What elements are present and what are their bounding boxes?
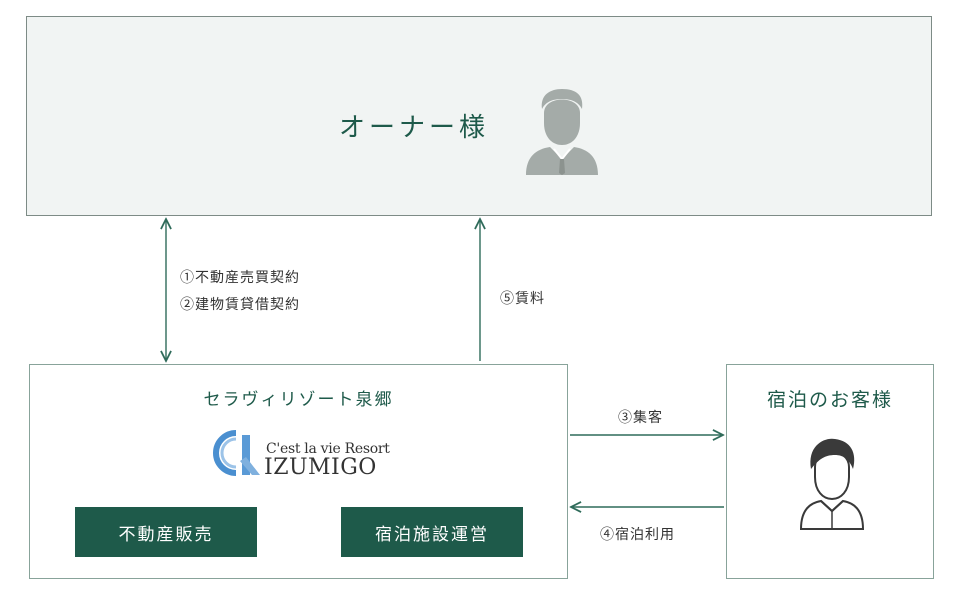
guest-avatar-icon — [799, 438, 865, 530]
dept-lodging-operations: 宿泊施設運営 — [341, 507, 523, 557]
logo-mark-icon — [213, 430, 260, 476]
flow-label-contract2: ②建物賃貸借契約 — [180, 297, 300, 313]
owner-box: オーナー様 — [26, 16, 932, 216]
flow-label-attract: ③集客 — [618, 410, 663, 426]
owner-title: オーナー様 — [339, 113, 490, 143]
flow-label-rent: ⑤賃料 — [500, 291, 545, 307]
dept-real-estate-sales: 不動産販売 — [75, 507, 257, 557]
flow-label-usage: ④宿泊利用 — [600, 527, 675, 543]
company-title: セラヴィリゾート泉郷 — [203, 390, 394, 410]
guest-title: 宿泊のお客様 — [766, 389, 893, 411]
owner-avatar-icon — [526, 89, 598, 175]
guest-box: 宿泊のお客様 — [726, 364, 934, 579]
flow-label-contract1: ①不動産売買契約 — [180, 270, 300, 286]
logo-text-top: C'est la vie Resort — [266, 441, 390, 457]
company-logo: C'est la vie Resort IZUMIGO — [210, 425, 390, 483]
logo-text-bottom: IZUMIGO — [264, 455, 377, 480]
company-box: セラヴィリゾート泉郷 C'est la vie Resort IZUMIGO 不… — [29, 364, 568, 579]
